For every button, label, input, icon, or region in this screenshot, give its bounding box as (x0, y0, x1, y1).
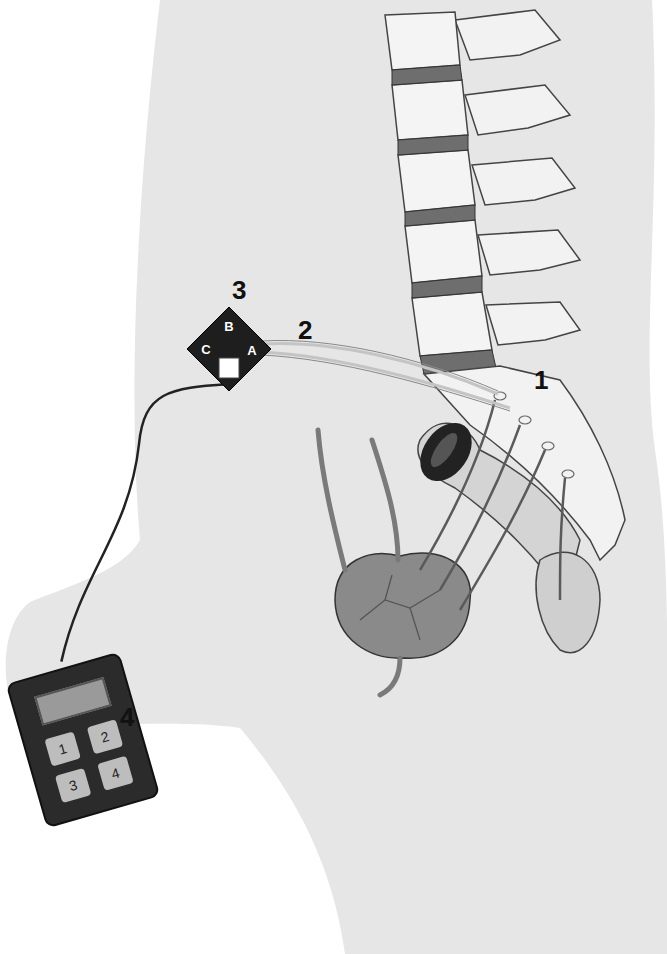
bladder (335, 553, 470, 658)
stimulator-diamond: BC A (186, 306, 272, 392)
lead-outline (262, 340, 510, 411)
ureters (318, 430, 400, 695)
port-letter: B (221, 320, 237, 334)
port-letter: A (244, 344, 260, 358)
button-label: 4 (97, 756, 134, 791)
button-label: 1 (44, 731, 81, 766)
pelvic-organ (536, 552, 600, 652)
rectal-lumen (410, 413, 483, 491)
body-silhouette (6, 0, 667, 954)
button-label: 2 (87, 719, 124, 754)
callout-number: 2 (298, 316, 312, 344)
callout-number: 4 (120, 703, 134, 731)
callout-number: 1 (534, 366, 548, 394)
stimulation-leads (262, 343, 510, 408)
callout-number: 3 (232, 276, 246, 304)
cable-connector (61, 384, 229, 662)
button-label: 3 (55, 768, 92, 803)
diamond-outline (186, 306, 272, 392)
device-screen (34, 677, 111, 726)
intervertebral-discs (392, 65, 496, 374)
vertebral-bodies (385, 12, 492, 356)
port-letter: C (198, 343, 214, 357)
bladder-vessels (360, 575, 440, 640)
sacral-nerves (420, 400, 565, 610)
